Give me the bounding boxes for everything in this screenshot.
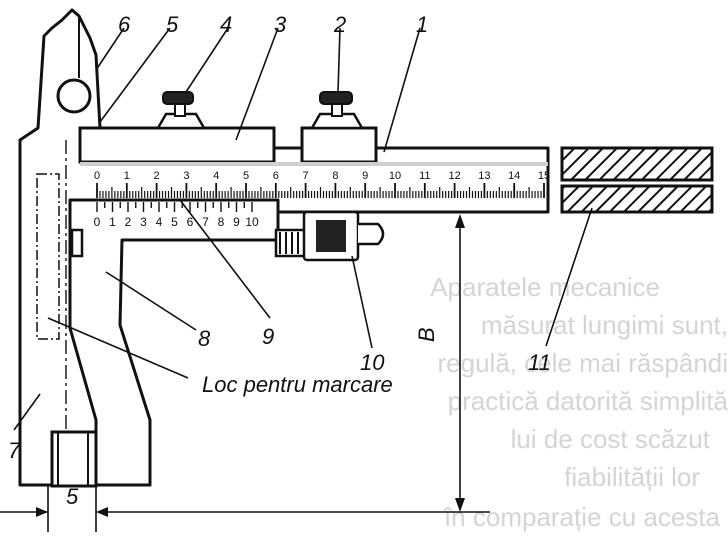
main-scale-label: 1	[124, 170, 130, 182]
main-scale-label: 5	[243, 170, 249, 182]
callout-dimension-width: 5	[66, 484, 79, 509]
sliding-bar	[78, 126, 276, 164]
vernier-scale-label: 7	[202, 215, 209, 229]
callout-4: 4	[220, 12, 232, 37]
fine-adjust-wheel[interactable]	[274, 210, 385, 262]
bg-line-4: practică datorită simplită	[448, 386, 728, 416]
vernier-scale-label: 3	[140, 215, 147, 229]
callout-numbers: 1 2 3 4 5 6 7 8 9 10 11 Loc pentru marca…	[8, 12, 551, 509]
main-scale-label: 3	[183, 170, 189, 182]
leader-lines	[13, 27, 593, 431]
dimension-b	[100, 214, 490, 513]
main-scale-label: 2	[154, 170, 160, 182]
main-scale-label: 11	[419, 170, 430, 182]
vernier-scale-label: 6	[187, 215, 194, 229]
beam-section	[560, 146, 714, 214]
bg-line-7: în comparație cu acesta	[443, 502, 721, 532]
bg-line-3: regulă, cele mai răspândi	[438, 348, 728, 378]
clamp-screw-left[interactable]	[155, 91, 207, 130]
sliding-jaw	[68, 198, 280, 487]
callout-6: 6	[118, 12, 131, 37]
main-scale-label: 14	[508, 170, 520, 182]
main-scale-label: 10	[389, 170, 401, 182]
clamp-screw-right[interactable]	[309, 91, 365, 130]
callout-dimension-b: B	[414, 327, 439, 342]
vernier-scale-label: 10	[245, 215, 259, 229]
main-scale-label: 7	[303, 170, 309, 182]
main-scale-label: 4	[213, 170, 219, 182]
callout-11: 11	[528, 350, 551, 375]
callout-1: 1	[416, 12, 428, 37]
main-scale-label: 13	[478, 170, 490, 182]
main-scale-label: 12	[448, 170, 460, 182]
beam-top-shade	[80, 162, 548, 166]
callout-marking-area: Loc pentru marcare	[202, 372, 393, 397]
bg-line-2: măsurat lungimi sunt,	[481, 310, 728, 340]
callout-5: 5	[166, 12, 179, 37]
vernier-scale-label: 9	[233, 215, 240, 229]
callout-3: 3	[274, 12, 287, 37]
bg-line-1: Aparatele mecanice	[430, 272, 660, 302]
callout-9: 9	[262, 324, 274, 349]
background-text: Aparatele mecanice măsurat lungimi sunt,…	[430, 272, 728, 532]
vernier-scale-label: 1	[109, 215, 116, 229]
fine-adjust-frame	[300, 126, 378, 164]
dimension-width	[0, 486, 108, 532]
callout-10: 10	[360, 350, 385, 375]
main-scale-label: 0	[94, 170, 100, 182]
callout-8: 8	[198, 326, 211, 351]
vernier-scale-label: 8	[218, 215, 225, 229]
vernier-scale	[96, 202, 253, 212]
main-scale-label: 8	[332, 170, 338, 182]
jaw-pivot	[56, 78, 92, 114]
main-scale-label: 15	[538, 170, 550, 182]
vernier-scale-label: 0	[94, 215, 101, 229]
bg-line-5: lui de cost scăzut	[511, 424, 711, 454]
main-scale	[96, 183, 545, 198]
slide-lock-tab	[70, 228, 84, 258]
callout-7: 7	[8, 438, 21, 463]
vernier-scale-label: 4	[156, 215, 163, 229]
marking-area	[36, 173, 60, 340]
bg-line-6: fiabilității lor	[564, 462, 700, 492]
callout-2: 2	[333, 12, 346, 37]
vernier-scale-label: 5	[171, 215, 178, 229]
main-scale-label: 9	[362, 170, 368, 182]
vernier-scale-label: 2	[125, 215, 132, 229]
main-scale-label: 6	[273, 170, 279, 182]
